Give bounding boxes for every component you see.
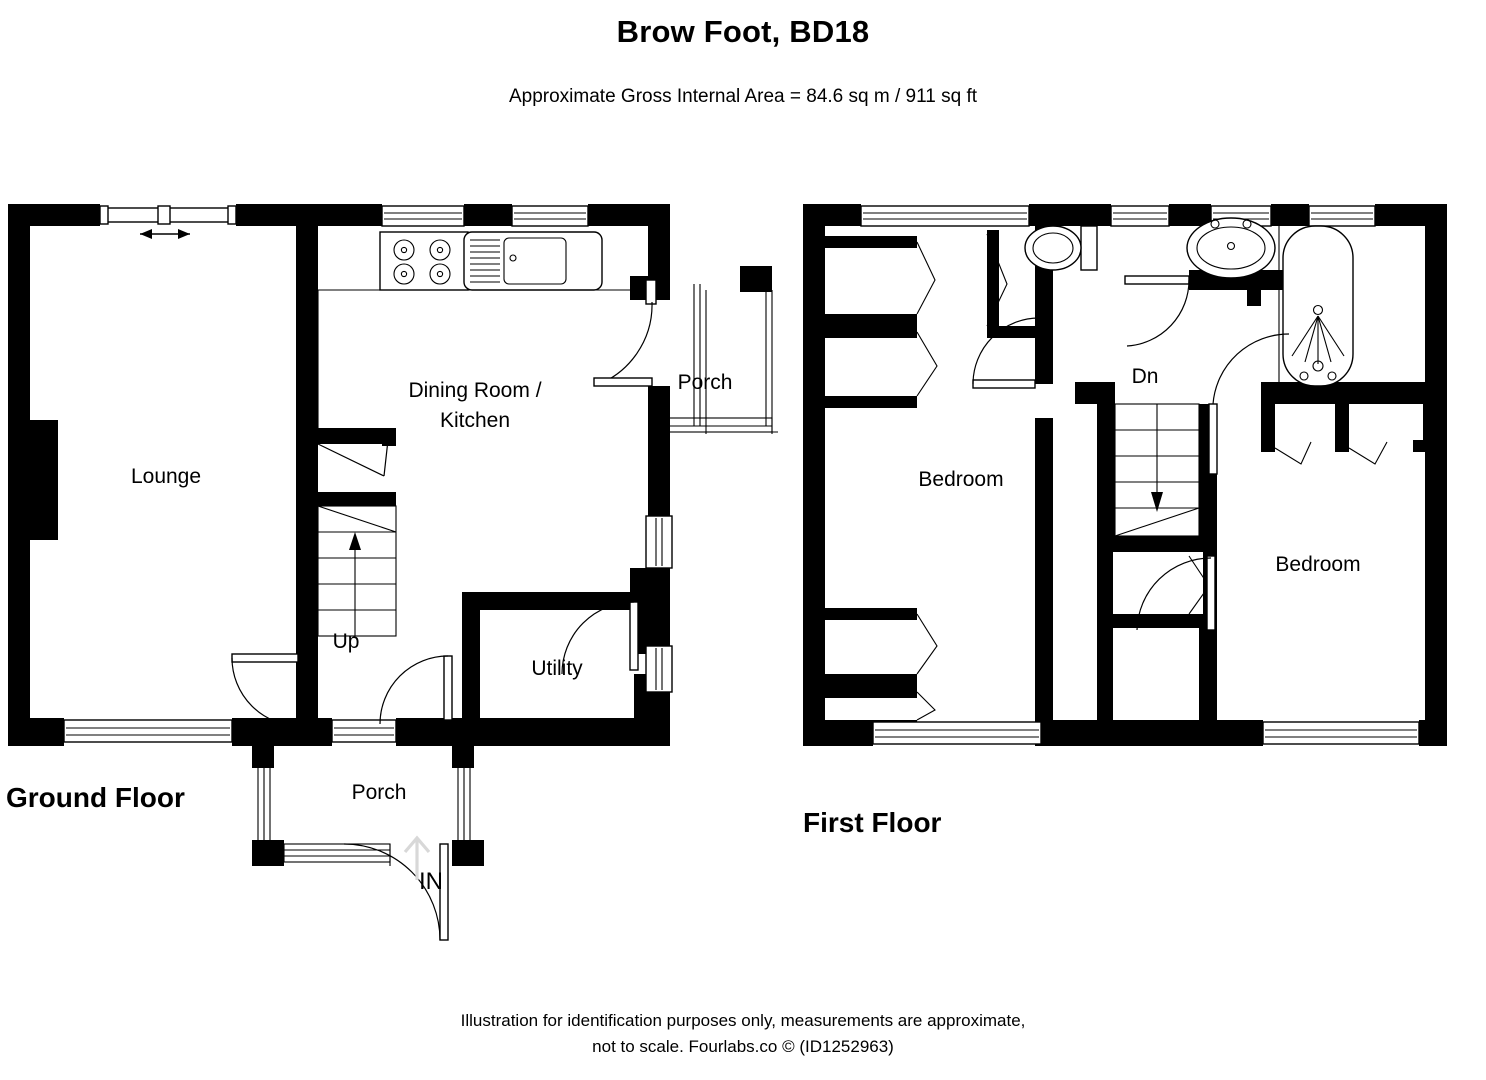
- entrance-arrow-icon: [403, 835, 431, 880]
- bedroom-left-window-front: [872, 721, 1042, 745]
- bathroom-door: [1124, 275, 1190, 347]
- bedroom-right-door: [1208, 333, 1290, 475]
- lounge-sliding-patio-door: [99, 205, 237, 239]
- bedroom-left-door: [972, 317, 1040, 389]
- room-label-utility: Utility: [531, 657, 583, 680]
- room-label-dining-kitchen-line2: Kitchen: [439, 409, 511, 432]
- footer-disclaimer: Illustration for identification purposes…: [0, 1008, 1486, 1060]
- footer-line-1: Illustration for identification purposes…: [460, 1011, 1026, 1030]
- footer-line-2: not to scale. Fourlabs.co © (ID1252963): [592, 1037, 894, 1056]
- landing-cupboard-door: [1136, 555, 1216, 631]
- bathtub-icon: [1278, 225, 1354, 387]
- staircase-up: [317, 505, 397, 637]
- landing-window-rear: [1110, 205, 1170, 227]
- room-label-front-porch: Porch: [351, 781, 407, 804]
- room-label-lounge: Lounge: [130, 465, 202, 488]
- hob-icon: [379, 231, 469, 291]
- washbasin-icon: [1186, 217, 1276, 279]
- kitchen-window-2: [511, 205, 589, 227]
- bedroom-right-window-front: [1262, 721, 1420, 745]
- first-floor-label: First Floor: [803, 807, 942, 838]
- utility-door: [561, 601, 639, 675]
- bathroom-window-2: [1308, 205, 1376, 227]
- wc-icon: [1024, 225, 1098, 271]
- lounge-door: [231, 653, 301, 727]
- ground-floor-drawing: [8, 204, 778, 941]
- sink-icon: [463, 231, 603, 291]
- entrance-in-label: IN: [419, 868, 443, 895]
- hall-front-door: [379, 655, 453, 725]
- right-wall-window-mid: [645, 515, 673, 569]
- lounge-window-front: [63, 719, 233, 743]
- first-floor-plan: Bedroom Bedroom Dn: [795, 190, 1475, 790]
- ground-floor-plan: Lounge Dining Room / Kitchen Porch Utili…: [0, 190, 790, 950]
- wardrobe-left-1: [825, 236, 936, 326]
- bedroom-left-window-rear: [860, 205, 1030, 227]
- room-label-bedroom-left: Bedroom: [918, 468, 1004, 491]
- staircase-down: [1114, 403, 1200, 537]
- page-title: Brow Foot, BD18: [616, 14, 870, 49]
- kitchen-window-1: [381, 205, 465, 227]
- understair-cupboard-door: [317, 439, 389, 477]
- room-label-rear-porch: Porch: [677, 371, 733, 394]
- hall-window-front: [331, 719, 397, 743]
- right-wall-window-low: [645, 645, 673, 693]
- stair-direction-up-label: Up: [332, 630, 360, 653]
- rear-porch: [593, 266, 778, 434]
- first-floor-drawing: [803, 204, 1447, 746]
- ground-floor-label: Ground Floor: [6, 782, 185, 813]
- wardrobe-left-2: [825, 326, 938, 408]
- stair-direction-down-label: Dn: [1131, 365, 1159, 388]
- wardrobe-left-3: [825, 608, 938, 686]
- room-label-dining-kitchen-line1: Dining Room /: [408, 379, 542, 402]
- page-subtitle: Approximate Gross Internal Area = 84.6 s…: [508, 86, 978, 107]
- room-label-bedroom-right: Bedroom: [1275, 553, 1361, 576]
